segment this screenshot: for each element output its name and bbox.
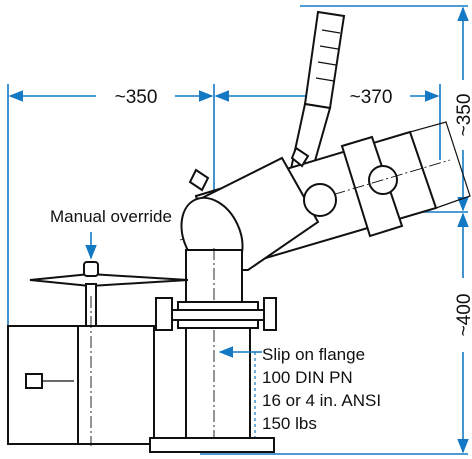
flange-middle — [171, 309, 265, 321]
gearbox-housing — [7, 296, 155, 446]
lever-grip-ridges — [315, 29, 341, 82]
flange-spec-line-3: 16 or 4 in. ANSI — [262, 391, 381, 410]
dimension-left-width: ~350 — [8, 87, 214, 108]
lever-grip — [303, 10, 346, 110]
base-pipe — [185, 327, 251, 441]
dim-label-lower-height: ~400 — [454, 294, 472, 337]
dim-label-left-width: ~350 — [115, 87, 158, 108]
dim-label-right-width: ~370 — [350, 87, 393, 108]
flange-spec-line-2: 100 DIN PN — [262, 368, 353, 387]
locking-knob-right — [290, 146, 310, 168]
dimension-lower-height: ~400 — [454, 212, 472, 454]
flange-callout: Slip on flange 100 DIN PN 16 or 4 in. AN… — [218, 345, 381, 437]
barrel-outlet — [409, 121, 471, 209]
handwheel-disc — [29, 272, 189, 288]
monitor-machine — [7, 10, 471, 453]
swivel-elbow — [180, 146, 337, 276]
handwheel-knob — [83, 261, 99, 277]
flange-spec-line-4: 150 lbs — [262, 414, 317, 433]
dim-label-upper-height: ~350 — [454, 94, 472, 137]
manual-override-label: Manual override — [50, 207, 172, 226]
flange-upper — [177, 301, 259, 311]
flange-spec-line-1: Slip on flange — [262, 345, 365, 364]
locking-knob-left — [188, 168, 210, 192]
slip-on-flange — [149, 437, 275, 453]
flange-clamp-left — [155, 297, 173, 331]
gearbox-right-panel — [77, 325, 155, 445]
flange-clamp-right — [263, 297, 277, 331]
dimension-upper-height: ~350 — [454, 6, 472, 212]
flange-stack — [149, 297, 277, 453]
gearbox-fitting — [25, 373, 43, 389]
manual-override-callout: Manual override — [50, 207, 172, 260]
flange-lower — [177, 319, 259, 329]
riser — [185, 248, 243, 305]
elbow-pivot — [303, 183, 337, 217]
